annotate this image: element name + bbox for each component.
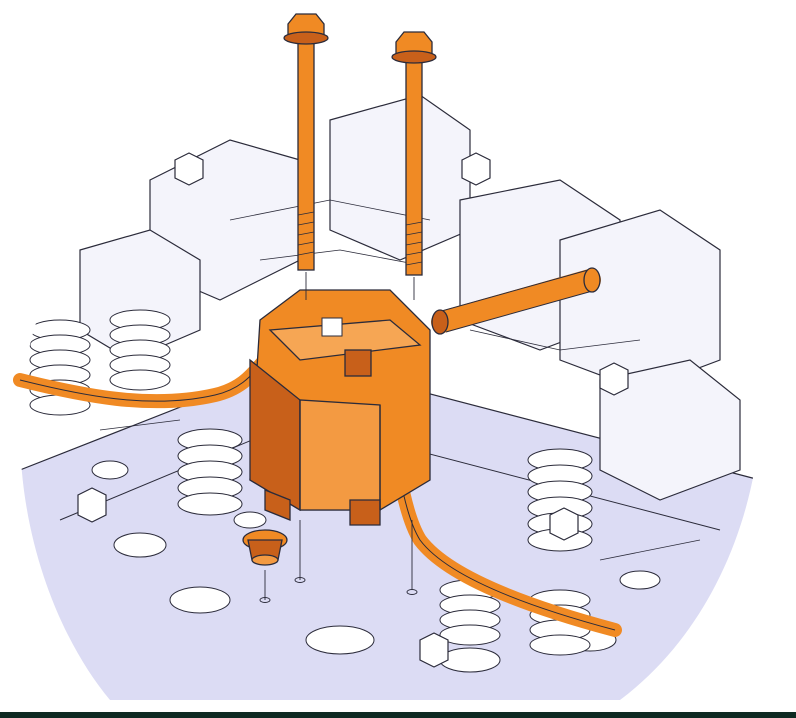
transfer-tube [431, 267, 601, 335]
valve-spring [177, 428, 243, 516]
valve-spring [109, 309, 171, 391]
hex-nut [419, 632, 449, 668]
valve-spring [439, 579, 501, 646]
bolt-right [391, 31, 437, 276]
bolt-left [283, 13, 329, 271]
highlighted-components [13, 13, 622, 637]
actuator-module [249, 289, 431, 526]
valve-spring [29, 319, 91, 416]
hex-nut [461, 152, 491, 186]
viewer-bottom-bar [0, 712, 796, 718]
seal-grommet [242, 529, 288, 566]
hex-nut [599, 362, 629, 396]
valve-spring [527, 448, 593, 552]
hex-nut [549, 507, 579, 541]
hex-nut [77, 487, 107, 523]
assembly-guide-lines [259, 272, 418, 603]
hex-nut [174, 152, 204, 186]
